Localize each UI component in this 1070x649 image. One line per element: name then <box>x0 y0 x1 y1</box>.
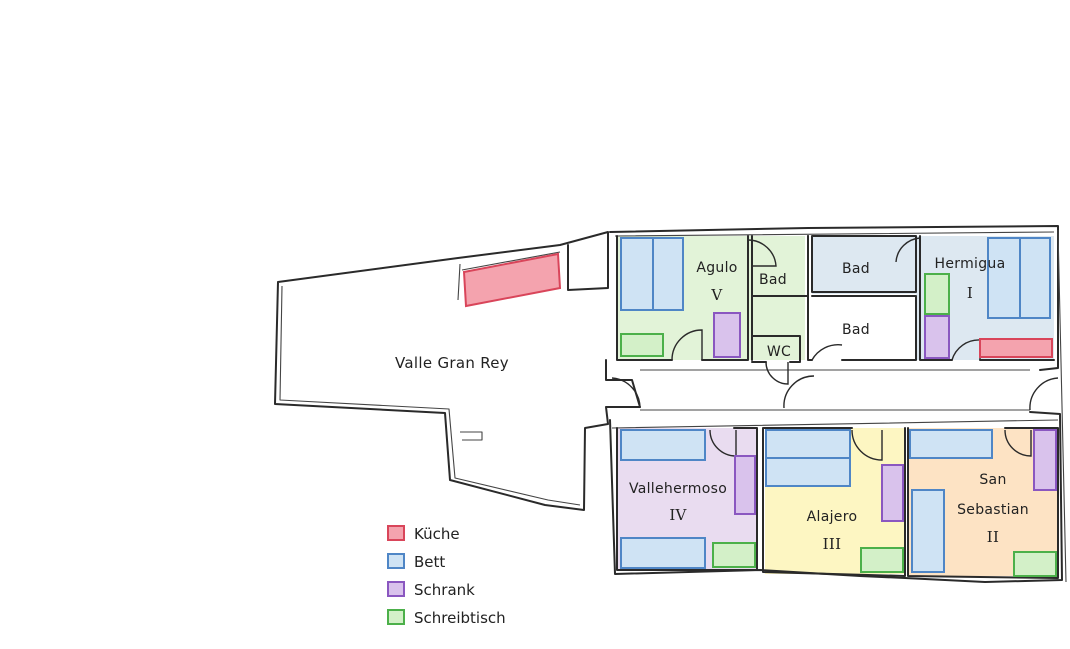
closet-alajero <box>881 464 904 522</box>
legend-label-schrank: Schrank <box>414 581 475 599</box>
label-hermigua: Hermigua <box>935 256 1006 272</box>
wall-east-block <box>609 225 1063 583</box>
label-agulo: Agulo <box>696 260 737 276</box>
legend-swatch-schreibtisch <box>387 609 405 625</box>
desk-san-sebastian <box>1013 551 1057 577</box>
legend-swatch-schrank <box>387 581 405 597</box>
bed-hermigua-2 <box>1019 237 1051 319</box>
bed-san-sebastian-1 <box>909 429 993 459</box>
room-labels: Valle Gran Rey Agulo V Bad WC Bad Bad He… <box>395 256 1029 553</box>
desk-vallehermoso <box>712 542 756 568</box>
door-corridor-mid <box>783 375 815 409</box>
label-vallehermoso: Vallehermoso <box>629 481 727 497</box>
legend: Küche Bett Schrank Schreibtisch <box>387 525 506 627</box>
wall-hermigua <box>919 235 1055 361</box>
legend-label-schreibtisch: Schreibtisch <box>414 609 506 627</box>
bed-san-sebastian-2 <box>911 489 945 573</box>
kitchen-counter <box>462 252 562 308</box>
wall-valle-inner <box>279 251 581 506</box>
door-bad-middle <box>811 344 843 361</box>
closet-hermigua <box>924 315 950 359</box>
furniture <box>462 237 1057 577</box>
label-vallehermoso-number: IV <box>669 506 687 524</box>
wall-san-sebastian <box>907 427 1059 579</box>
label-agulo-number: V <box>710 286 723 304</box>
wall-corridor <box>640 369 1030 411</box>
door-alajero <box>851 429 883 461</box>
wall-east-inner <box>611 229 1067 583</box>
room-bad-top-area <box>812 236 916 294</box>
bed-vallehermoso-2 <box>620 537 706 569</box>
wall-central <box>807 235 917 361</box>
label-bad-top: Bad <box>842 261 870 277</box>
door-bad-agulo <box>747 239 777 267</box>
doors <box>611 237 1059 461</box>
closet-agulo <box>713 312 741 358</box>
wall-alajero <box>762 427 906 577</box>
label-valle-gran-rey: Valle Gran Rey <box>395 354 509 372</box>
desk-hermigua <box>924 273 950 315</box>
bed-alajero-1 <box>765 429 851 459</box>
legend-swatch-bett <box>387 553 405 569</box>
bed-agulo-2 <box>652 237 684 311</box>
label-san-sebastian-number: II <box>987 528 999 546</box>
door-corridor-west <box>611 377 641 409</box>
legend-label-bett: Bett <box>414 553 445 571</box>
label-san-sebastian-1: San <box>979 472 1006 488</box>
closet-vallehermoso <box>734 455 756 515</box>
label-bad-agulo: Bad <box>759 272 787 288</box>
wall-vallehermoso <box>616 427 758 571</box>
door-bad-top <box>895 237 921 263</box>
label-bad-middle: Bad <box>842 322 870 338</box>
legend-swatch-kueche <box>387 525 405 541</box>
door-san-sebastian <box>1004 429 1032 457</box>
bed-agulo-1 <box>620 237 654 311</box>
desk-alajero <box>860 547 904 573</box>
walls <box>274 225 1067 583</box>
label-alajero-number: III <box>823 535 842 553</box>
door-wc <box>765 361 789 385</box>
bed-vallehermoso-1 <box>620 429 706 461</box>
label-alajero: Alajero <box>807 509 858 525</box>
label-san-sebastian-2: Sebastian <box>957 502 1029 518</box>
bed-alajero-2 <box>765 457 851 487</box>
desk-agulo <box>620 333 664 357</box>
door-agulo <box>671 329 703 361</box>
kitchen-counter-hermigua <box>979 338 1053 358</box>
wall-valle-gran-rey <box>274 231 641 511</box>
wall-wc <box>751 335 801 363</box>
bed-hermigua-1 <box>987 237 1021 319</box>
legend-label-kueche: Küche <box>414 525 460 543</box>
label-wc: WC <box>767 344 791 360</box>
closet-san-sebastian <box>1033 429 1057 491</box>
label-hermigua-number: I <box>967 284 973 302</box>
door-corridor-east <box>1029 377 1059 411</box>
wall-agulo <box>616 235 749 361</box>
